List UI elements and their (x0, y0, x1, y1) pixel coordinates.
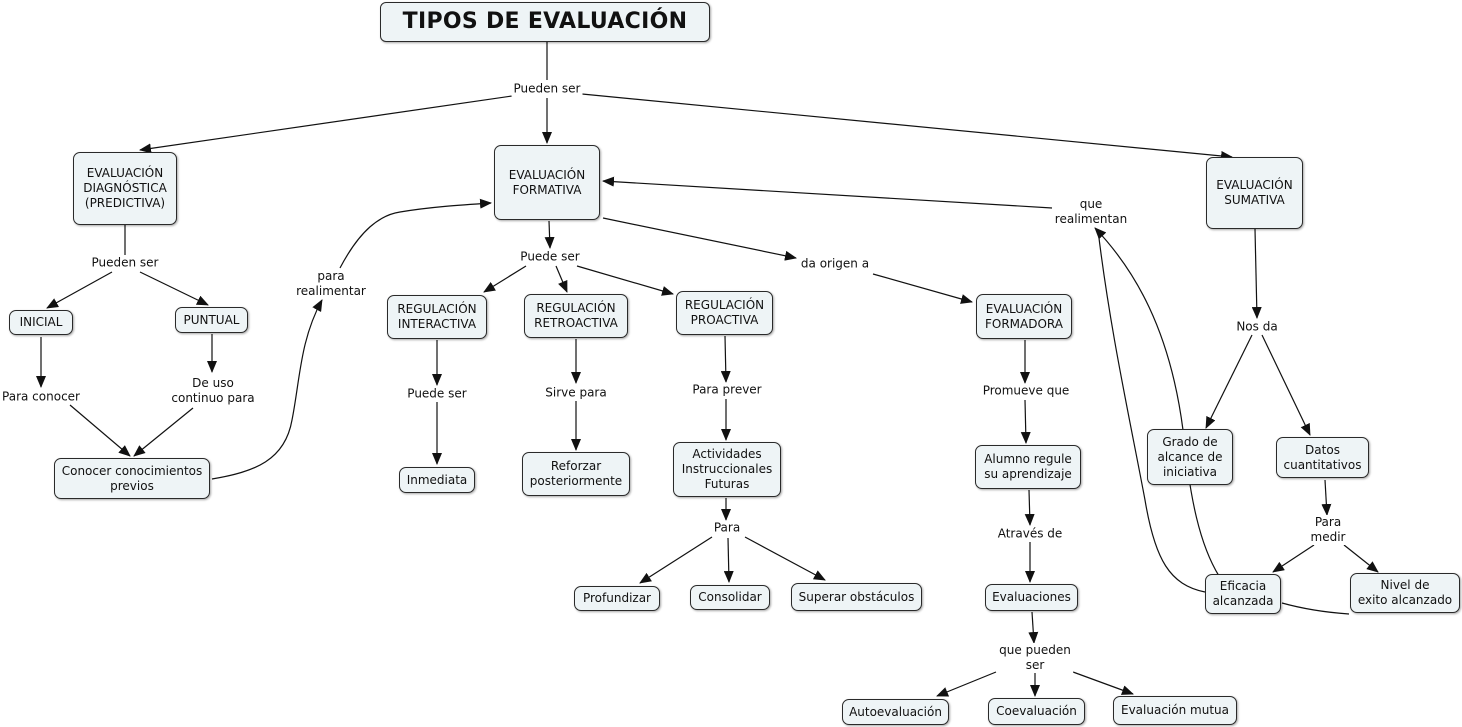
concept-coevaluacion[interactable]: Coevaluación (988, 698, 1085, 725)
link-para: Para (711, 520, 743, 536)
concept-evaluacion-sumativa[interactable]: EVALUACIÓN SUMATIVA (1206, 157, 1303, 229)
connector (936, 671, 997, 697)
connector (576, 265, 674, 296)
connector (339, 198, 492, 269)
concept-grado-de-alcance[interactable]: Grado de alcance de iniciativa (1147, 429, 1233, 485)
link-pueden-ser-diagnostica: Pueden ser (89, 255, 161, 271)
connector (1094, 227, 1220, 577)
link-para-conocer: Para conocer (0, 389, 82, 405)
link-para-realimentar: para realimentar (294, 269, 368, 299)
connector (1097, 229, 1206, 593)
concept-evaluacion-formadora[interactable]: EVALUACIÓN FORMADORA (976, 294, 1072, 339)
connector (1321, 479, 1332, 516)
concept-reforzar-posteriormente[interactable]: Reforzar posteriormente (522, 452, 630, 496)
concept-regulacion-proactiva[interactable]: REGULACIÓN PROACTIVA (676, 291, 773, 335)
link-que-realimentan: que realimentan (1052, 197, 1130, 227)
concept-regulacion-interactiva[interactable]: REGULACIÓN INTERACTIVA (387, 295, 487, 339)
connector (1072, 671, 1134, 695)
connector (744, 536, 826, 581)
connector (1020, 399, 1031, 444)
connector (1024, 489, 1035, 526)
connector (1251, 228, 1262, 319)
connector (872, 273, 973, 304)
concept-regulacion-retroactiva[interactable]: REGULACIÓN RETROACTIVA (524, 294, 628, 338)
link-promueve-que: Promueve que (980, 383, 1072, 399)
connector (1261, 334, 1311, 436)
connector (46, 271, 113, 309)
connector (133, 407, 194, 457)
link-a-traves-de: Através de (995, 526, 1065, 542)
connector (1272, 544, 1315, 573)
connector (69, 404, 131, 457)
concept-evaluaciones[interactable]: Evaluaciones (985, 584, 1078, 611)
concept-alumno-regule[interactable]: Alumno regule su aprendizaje (975, 445, 1081, 489)
connector (139, 95, 513, 154)
link-para-prever: Para prever (690, 382, 764, 398)
concept-profundizar[interactable]: Profundizar (574, 586, 660, 611)
connector (581, 93, 1233, 161)
concept-evaluacion-mutua[interactable]: Evaluación mutua (1113, 696, 1237, 725)
link-sirve-para: Sirve para (543, 385, 609, 401)
connector (1205, 334, 1253, 429)
concept-autoevaluacion[interactable]: Autoevaluación (842, 699, 949, 725)
concept-superar-obstaculos[interactable]: Superar obstáculos (791, 583, 922, 611)
connector (544, 220, 555, 249)
concept-inmediata[interactable]: Inmediata (399, 467, 475, 493)
page-title: TIPOS DE EVALUACIÓN (380, 2, 710, 42)
link-nos-da: Nos da (1234, 319, 1280, 335)
connector (1028, 611, 1039, 644)
connector (720, 335, 731, 383)
connector (1281, 602, 1350, 615)
connector (639, 536, 713, 584)
connector (555, 265, 568, 293)
concept-inicial[interactable]: INICIAL (9, 310, 73, 335)
concept-consolidar[interactable]: Consolidar (690, 585, 770, 610)
connector (211, 299, 323, 480)
concept-datos-cuantitativos[interactable]: Datos cuantitativos (1276, 437, 1369, 478)
concept-conocer-conocimientos-previos[interactable]: Conocer conocimientos previos (54, 458, 210, 499)
link-puede-ser-interactiva: Puede ser (405, 386, 469, 402)
connector (602, 217, 797, 261)
concept-eficacia-alcanzada[interactable]: Eficacia alcanzada (1205, 574, 1281, 614)
link-da-origen-a: da origen a (798, 256, 872, 272)
link-para-medir: Para medir (1308, 515, 1348, 545)
connector (602, 176, 1053, 209)
connector (1343, 544, 1379, 573)
link-puede-ser-formativa: Puede ser (518, 249, 582, 265)
link-pueden-ser-top: Pueden ser (511, 81, 583, 97)
concept-puntual[interactable]: PUNTUAL (175, 307, 248, 333)
link-de-uso-continuo: De uso continuo para (169, 376, 257, 406)
concept-evaluacion-diagnostica[interactable]: EVALUACIÓN DIAGNÓSTICA (PREDICTIVA) (73, 152, 177, 225)
concept-evaluacion-formativa[interactable]: EVALUACIÓN FORMATIVA (494, 145, 600, 220)
concept-nivel-de-exito[interactable]: Nivel de exito alcanzado (1350, 573, 1460, 613)
connector (723, 537, 734, 583)
connector (139, 271, 209, 306)
connector (483, 265, 527, 293)
concept-actividades-instruccionales[interactable]: Actividades Instruccionales Futuras (673, 442, 781, 497)
link-que-pueden-ser: que pueden ser (997, 643, 1073, 673)
